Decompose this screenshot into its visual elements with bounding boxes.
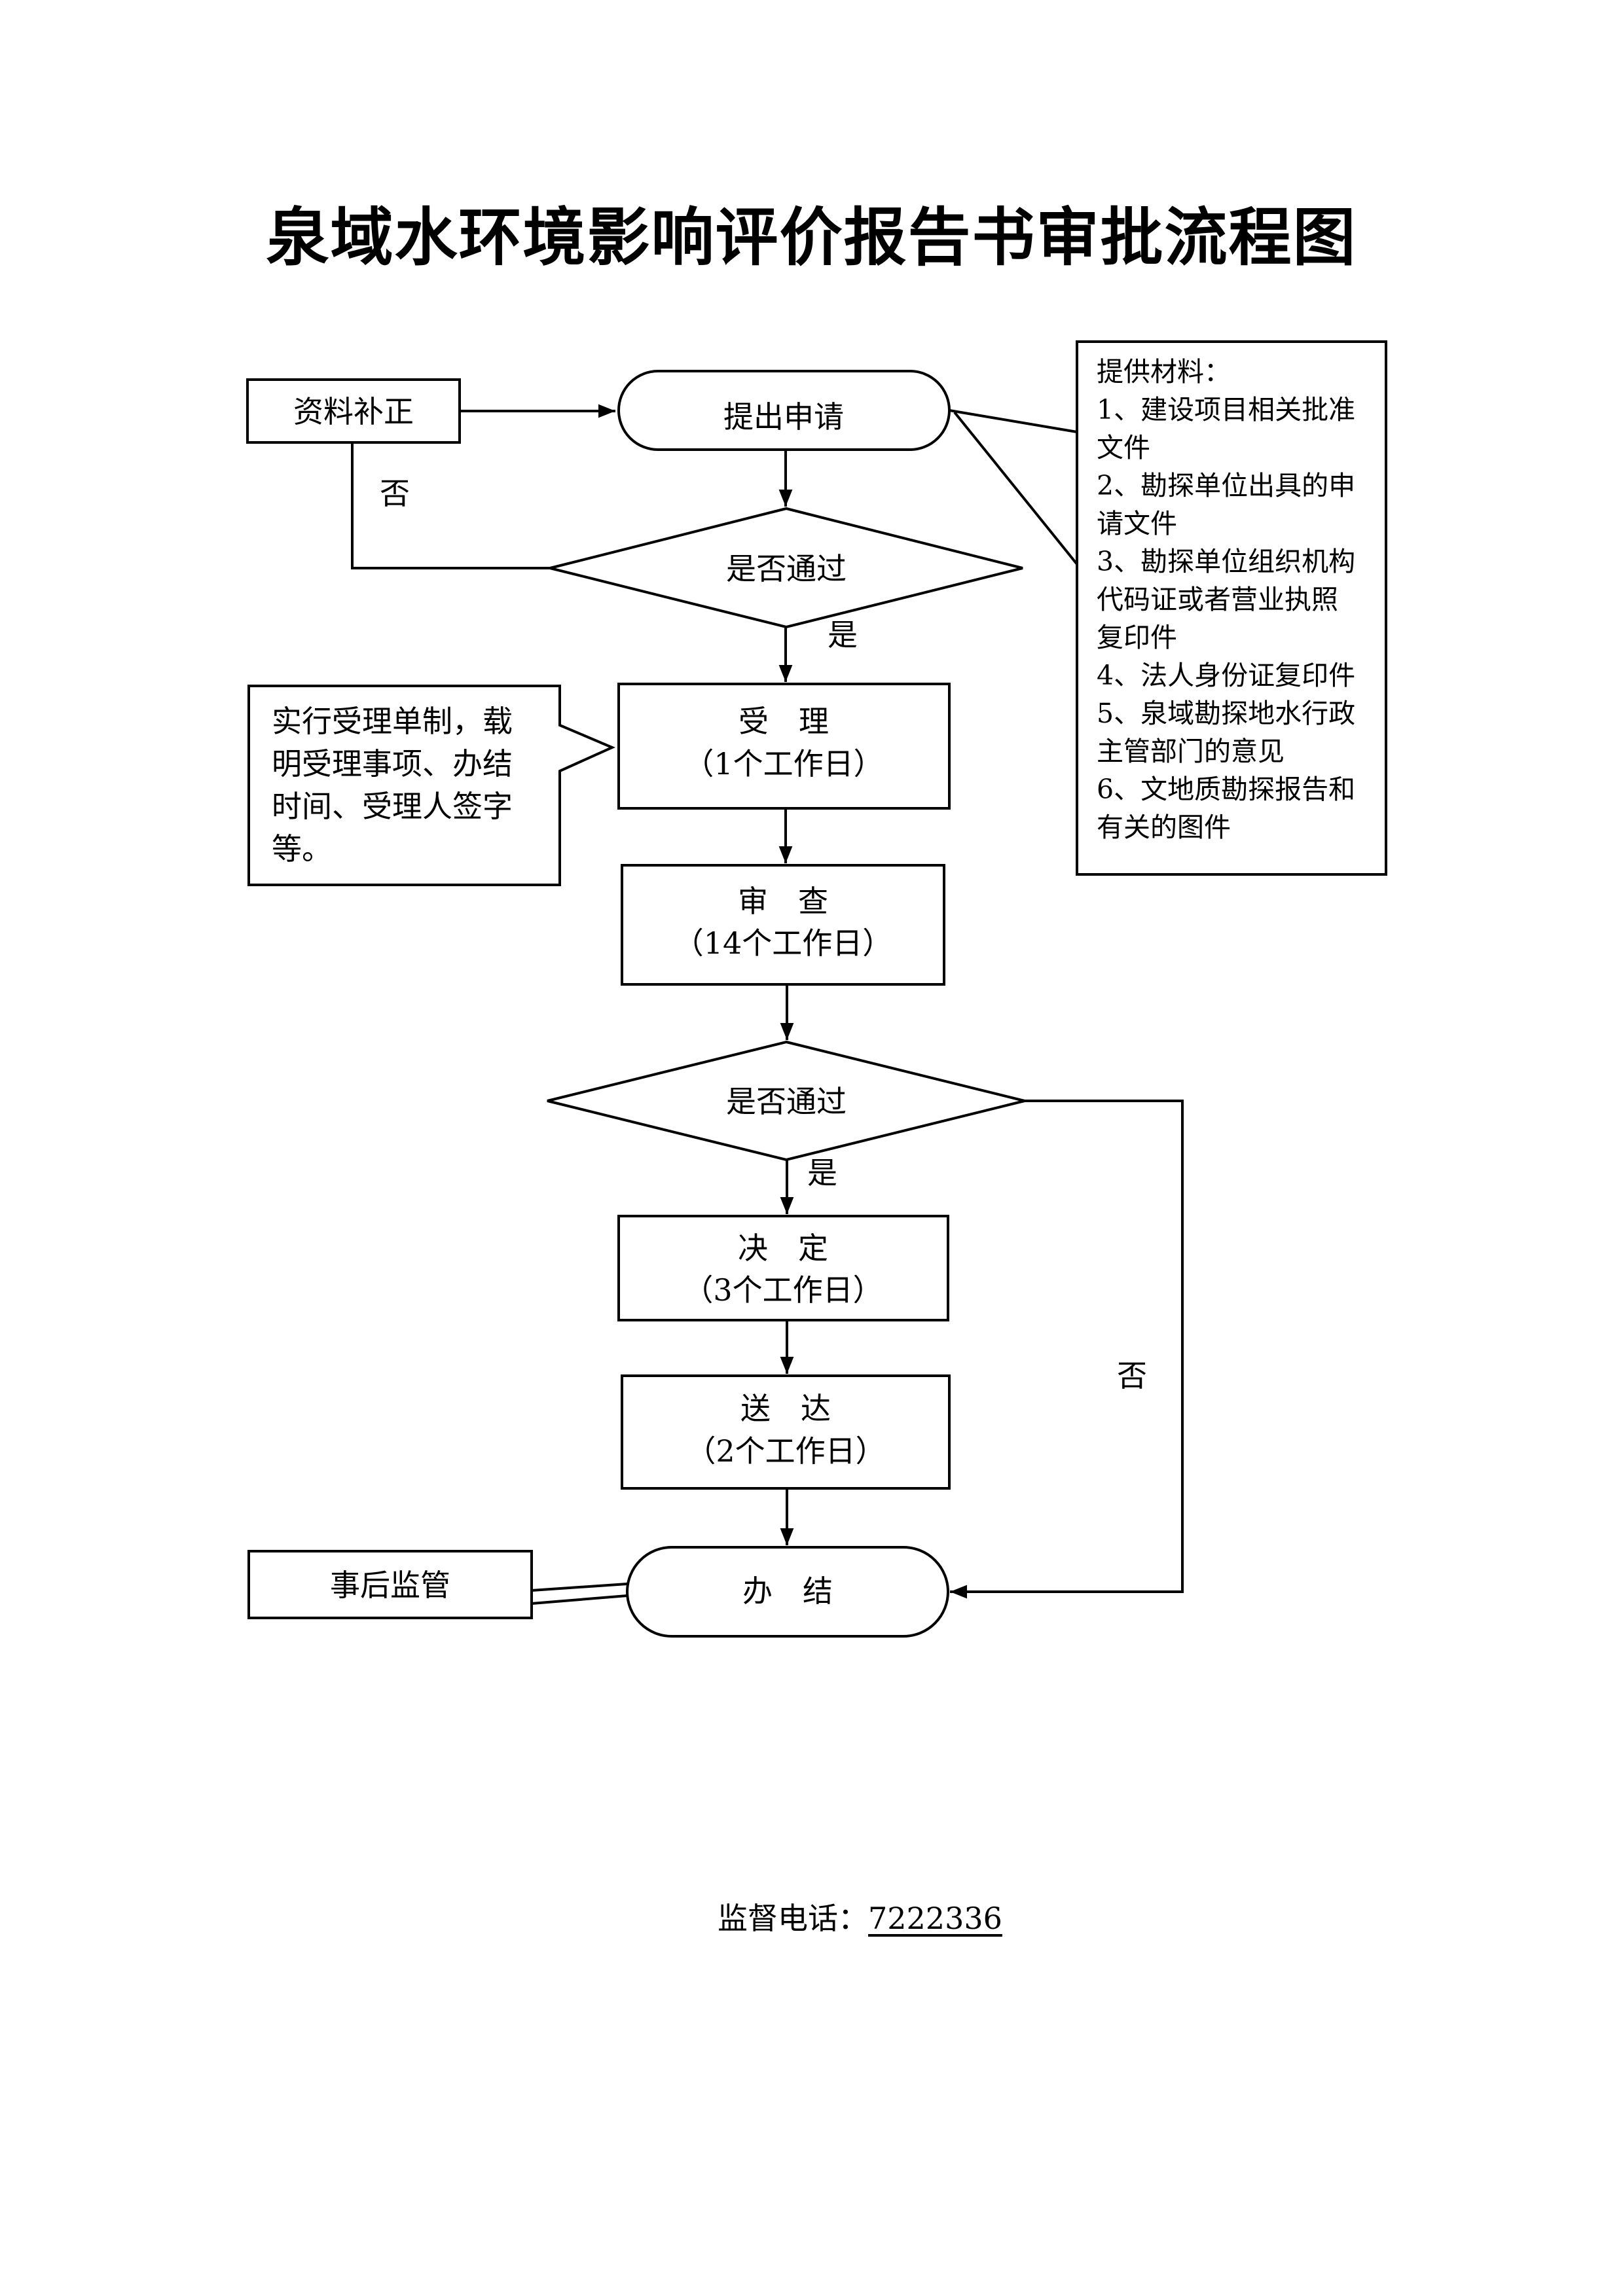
supervise-label: 事后监管 <box>330 1568 450 1603</box>
materials-note-line: 复印件 <box>1097 622 1177 653</box>
materials-note-line: 4、法人身份证复印件 <box>1097 660 1355 691</box>
decision-2-label: 是否通过 <box>726 1084 847 1119</box>
edge-decision2-no-to-finish <box>950 1100 1184 1599</box>
review-box: 审 查 （14个工作日） <box>621 864 945 986</box>
label-yes-2: 是 <box>807 1155 837 1191</box>
supervision-phone: 监督电话：7222336 <box>718 1895 1002 1938</box>
supervise-box: 事后监管 <box>247 1550 533 1619</box>
label-yes-1: 是 <box>828 617 858 653</box>
decision-2: 是否通过 <box>547 1040 1025 1162</box>
deliver-duration: （2个工作日） <box>685 1433 885 1469</box>
decision-1: 是否通过 <box>549 507 1023 629</box>
edge-materials-callout-top <box>949 409 1078 433</box>
materials-note-line: 有关的图件 <box>1097 812 1231 843</box>
label-no-2: 否 <box>1117 1358 1147 1393</box>
edge-finish-to-supervise-2 <box>531 1594 628 1605</box>
materials-note-line: 5、泉域勘探地水行政 <box>1097 698 1355 729</box>
acceptance-note: 实行受理单制，载 明受理事项、办结 时间、受理人签字 等。 <box>247 685 615 886</box>
materials-note-line: 提供材料： <box>1097 356 1231 387</box>
materials-note-line: 6、文地质勘探报告和 <box>1097 774 1355 805</box>
materials-note-line: 主管部门的意见 <box>1097 736 1285 767</box>
finish-label: 办 结 <box>742 1573 833 1609</box>
accept-box: 受 理 （1个工作日） <box>617 683 951 810</box>
accept-title: 受 理 <box>739 704 829 739</box>
page-title: 泉域水环境影响评价报告书审批流程图 <box>266 200 1357 274</box>
supervision-phone-number: 7222336 <box>868 1901 1002 1936</box>
supplement-box: 资料补正 <box>246 378 461 444</box>
materials-note-line: 1、建设项目相关批准 <box>1097 394 1355 425</box>
materials-note-line: 请文件 <box>1097 508 1177 539</box>
apply-terminal: 提出申请 <box>617 370 951 451</box>
decide-title: 决 定 <box>738 1230 828 1266</box>
decision-1-label: 是否通过 <box>726 551 847 586</box>
acceptance-note-line: 等。 <box>272 831 332 867</box>
review-duration: （14个工作日） <box>674 925 893 961</box>
acceptance-note-line: 实行受理单制，载 <box>272 704 513 739</box>
decide-box: 决 定 （3个工作日） <box>617 1215 949 1321</box>
materials-note-line: 文件 <box>1097 432 1150 463</box>
acceptance-note-line: 明受理事项、办结 <box>272 746 513 781</box>
supervision-phone-label: 监督电话： <box>718 1901 868 1936</box>
apply-label: 提出申请 <box>723 399 844 435</box>
acceptance-note-line: 时间、受理人签字 <box>272 789 513 824</box>
finish-terminal: 办 结 <box>626 1546 949 1638</box>
supplement-label: 资料补正 <box>293 394 414 429</box>
deliver-title: 送 达 <box>740 1391 831 1426</box>
materials-note: 提供材料： 1、建设项目相关批准 文件 2、勘探单位出具的申 请文件 3、勘探单… <box>1076 340 1387 876</box>
edge-finish-to-supervise <box>531 1583 628 1592</box>
accept-duration: （1个工作日） <box>684 746 883 781</box>
materials-note-line: 2、勘探单位出具的申 <box>1097 470 1355 501</box>
decide-duration: （3个工作日） <box>683 1272 883 1308</box>
materials-note-line: 代码证或者营业执照 <box>1097 584 1338 615</box>
deliver-box: 送 达 （2个工作日） <box>621 1374 951 1490</box>
materials-note-line: 3、勘探单位组织机构 <box>1097 546 1355 577</box>
edge-materials-callout-bottom <box>953 411 1078 565</box>
label-no-1: 否 <box>380 476 410 511</box>
review-title: 审 查 <box>738 884 828 919</box>
edge-decision1-no-to-supplement <box>351 442 550 569</box>
